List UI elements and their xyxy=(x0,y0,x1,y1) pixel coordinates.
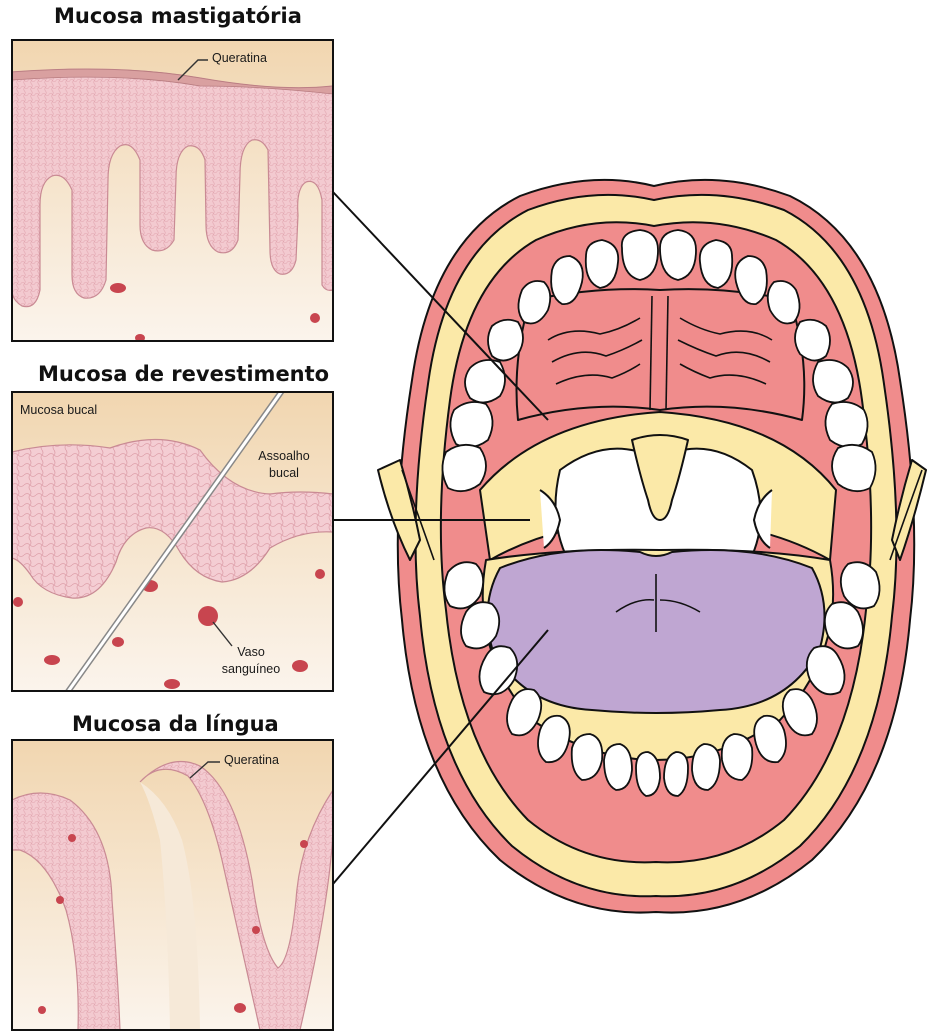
floor-of-mouth-label-line2: bucal xyxy=(254,466,314,480)
blood-vessel xyxy=(310,313,320,323)
blood-vessel xyxy=(300,840,308,848)
blood-vessel xyxy=(198,606,218,626)
buccal-mucosa-label: Mucosa bucal xyxy=(20,403,97,417)
blood-vessel xyxy=(292,660,308,672)
blood-vessel xyxy=(68,834,76,842)
tongue-mucosa-panel xyxy=(12,740,333,1030)
blood-vessel xyxy=(234,1003,246,1013)
blood-vessel xyxy=(38,1006,46,1014)
blood-vessel-label-line2: sanguíneo xyxy=(216,662,286,676)
blood-vessel xyxy=(110,283,126,293)
tongue-mucosa-title: Mucosa da língua xyxy=(72,712,279,736)
blood-vessel xyxy=(252,926,260,934)
masticatory-mucosa-title: Mucosa mastigatória xyxy=(54,4,302,28)
blood-vessel-label-line1: Vaso xyxy=(216,645,286,659)
keratin-label: Queratina xyxy=(212,51,267,65)
floor-of-mouth-label-line1: Assoalho xyxy=(254,449,314,463)
lining-mucosa-title: Mucosa de revestimento xyxy=(38,362,329,386)
keratin-label: Queratina xyxy=(224,753,279,767)
hard-palate xyxy=(517,289,805,420)
blood-vessel xyxy=(44,655,60,665)
blood-vessel xyxy=(315,569,325,579)
blood-vessel xyxy=(56,896,64,904)
blood-vessel xyxy=(164,679,180,689)
blood-vessel xyxy=(112,637,124,647)
blood-vessel xyxy=(13,597,23,607)
masticatory-mucosa-panel xyxy=(12,40,333,342)
mouth-illustration xyxy=(378,180,926,913)
